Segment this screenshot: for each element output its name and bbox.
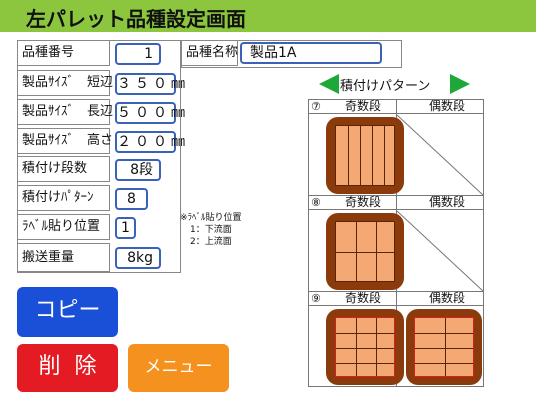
size-long-label: 製品ｻｲｽﾞ 長辺 bbox=[17, 99, 113, 125]
stack-count-label: 積付け段数 bbox=[17, 156, 110, 182]
even-layer-label: 偶数段 bbox=[428, 99, 465, 113]
label-position-label: ﾗﾍﾞﾙ貼り位置 bbox=[17, 214, 110, 240]
size-short-field[interactable]: ３５０㎜ bbox=[115, 73, 185, 95]
pattern-row-7[interactable]: ⑦ 奇数段 偶数段 bbox=[309, 99, 484, 196]
stack-count-field[interactable]: 8段 bbox=[115, 159, 161, 181]
label-position-note-line2: 2：上流面 bbox=[190, 237, 232, 247]
arrow-right-icon[interactable] bbox=[449, 73, 471, 95]
weight-field[interactable]: 8kg bbox=[115, 247, 161, 269]
size-height-field[interactable]: ２００㎜ bbox=[115, 131, 185, 153]
copy-button[interactable]: コピー bbox=[17, 287, 118, 337]
stack-pattern-label: 積付けﾊﾟﾀｰﾝ bbox=[17, 185, 110, 211]
odd-layer-label: 奇数段 bbox=[344, 195, 381, 209]
size-long-field[interactable]: ５００㎜ bbox=[115, 102, 185, 124]
pattern-row-8[interactable]: ⑧ 奇数段 偶数段 bbox=[309, 195, 484, 292]
size-short-label: 製品ｻｲｽﾞ 短辺 bbox=[17, 70, 113, 96]
box-layout bbox=[335, 221, 395, 282]
weight-label: 搬送重量 bbox=[17, 243, 110, 272]
pattern-grid: ⑦ 奇数段 偶数段 ⑧ 奇数段 偶数段 bbox=[308, 99, 484, 387]
box-layout bbox=[335, 317, 395, 377]
box-layout bbox=[414, 317, 474, 377]
label-position-note-title: ※ﾗﾍﾞﾙ貼り位置 bbox=[180, 213, 242, 223]
odd-layer-label: 奇数段 bbox=[344, 99, 381, 113]
pattern-title: 積付けパターン bbox=[340, 79, 431, 94]
item-number-label: 品種番号 bbox=[17, 40, 110, 66]
pattern-number: ⑦ bbox=[311, 100, 321, 113]
odd-layer-label: 奇数段 bbox=[344, 291, 381, 305]
stack-pattern-field[interactable]: 8 bbox=[115, 188, 148, 210]
box-layout bbox=[335, 125, 395, 186]
form-panel bbox=[17, 40, 181, 273]
pattern-number: ⑧ bbox=[311, 196, 321, 209]
menu-button[interactable]: メニュー bbox=[128, 344, 229, 392]
label-position-field[interactable]: 1 bbox=[115, 217, 136, 239]
item-name-field[interactable]: 製品1A bbox=[240, 42, 382, 64]
even-layer-label: 偶数段 bbox=[428, 291, 465, 305]
size-height-label: 製品ｻｲｽﾞ 高さ bbox=[17, 128, 113, 154]
pallet-odd bbox=[326, 117, 404, 194]
even-layer-label: 偶数段 bbox=[428, 195, 465, 209]
pallet-odd bbox=[326, 213, 404, 290]
pattern-row-9[interactable]: ⑨ 奇数段 偶数段 bbox=[309, 292, 483, 387]
pattern-number: ⑨ bbox=[311, 292, 321, 305]
page-title: 左パレット品種設定画面 bbox=[26, 7, 246, 31]
name-panel bbox=[181, 40, 402, 68]
pallet-odd bbox=[326, 309, 404, 385]
item-number-field[interactable]: 1 bbox=[115, 43, 161, 65]
label-position-note-line1: 1：下流面 bbox=[190, 225, 232, 235]
pallet-even bbox=[406, 309, 482, 385]
no-pattern-icon bbox=[396, 114, 484, 196]
title-bar: 左パレット品種設定画面 bbox=[0, 0, 536, 32]
no-pattern-icon bbox=[396, 210, 484, 292]
delete-button[interactable]: 削除 bbox=[17, 344, 118, 392]
arrow-left-icon[interactable] bbox=[318, 73, 340, 95]
